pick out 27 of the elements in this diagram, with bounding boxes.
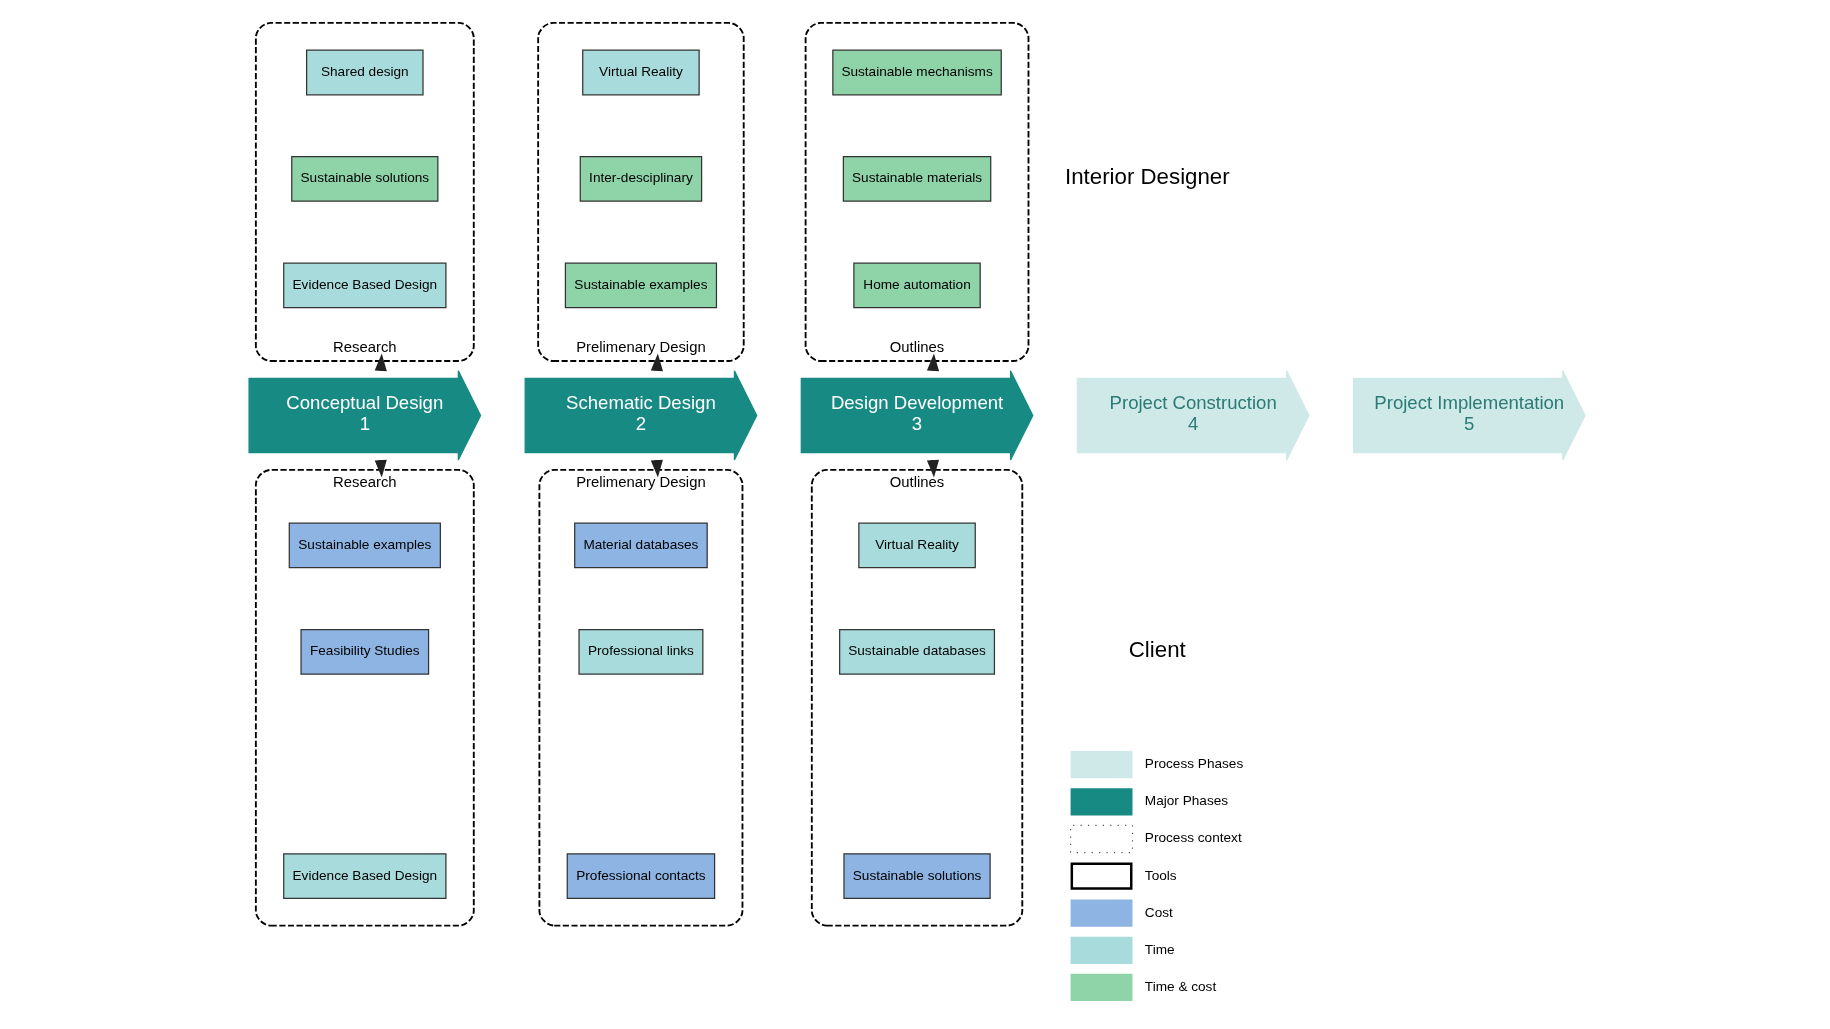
- node-box: Evidence Based Design: [282, 853, 447, 899]
- legend-label: Cost: [1144, 904, 1173, 920]
- node-box: Virtual Reality: [857, 522, 976, 569]
- label: Client: [1128, 637, 1186, 663]
- node-box: Home automation: [852, 262, 981, 309]
- node-box: Sustainable solutions: [290, 156, 438, 202]
- node-box: Professional links: [577, 629, 703, 675]
- label: Interior Designer: [1064, 164, 1230, 190]
- node-box: Virtual Reality: [581, 49, 700, 96]
- legend-label: Major Phases: [1144, 793, 1228, 809]
- legend-label: Process Phases: [1144, 756, 1243, 772]
- node-box: Sustainable mechanisms: [831, 49, 1002, 96]
- node-box: Shared design: [305, 49, 424, 96]
- node-box: Feasibility Studies: [299, 629, 429, 675]
- node-box: Sustainable materials: [842, 156, 991, 202]
- node-box: Sustainable examples: [288, 522, 441, 569]
- node-box: Inter-desciplinary: [579, 156, 702, 202]
- legend-label: Time & cost: [1144, 978, 1216, 994]
- node-box: Material databases: [573, 522, 708, 569]
- node-box: Evidence Based Design: [282, 262, 447, 309]
- node-box: Sustainable solutions: [842, 853, 991, 899]
- legend-label: Process context: [1144, 830, 1242, 846]
- node-box: Sustainable examples: [564, 262, 717, 309]
- legend-label: Time: [1144, 941, 1175, 957]
- node-box: Professional contacts: [566, 853, 715, 899]
- node-box: Sustainable databases: [838, 629, 995, 675]
- legend-label: Tools: [1144, 867, 1177, 883]
